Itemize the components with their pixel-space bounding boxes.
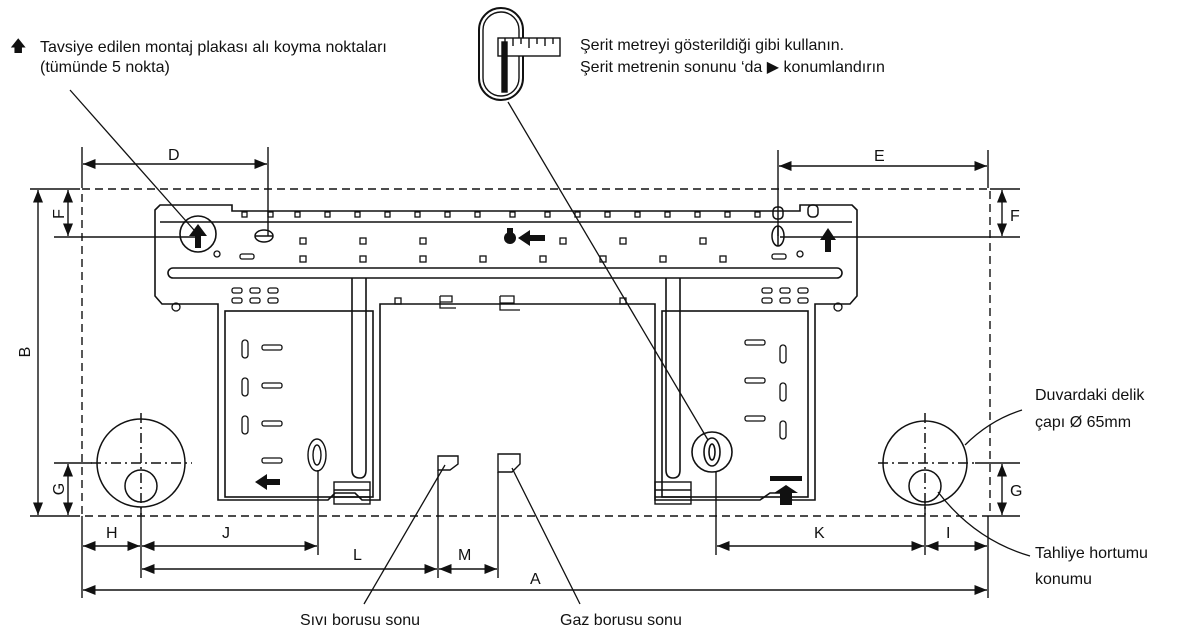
dim-label-A: A <box>530 571 541 588</box>
drain-hose-callout-1: Tahliye hortumu <box>1035 545 1148 562</box>
wall-hole-right <box>878 413 975 515</box>
indoor-unit-outline <box>81 188 991 517</box>
leader-lines <box>69 89 1031 605</box>
wall-hole-callout-2: çapı Ø 65mm <box>1035 414 1131 431</box>
dimension-lines <box>30 147 1020 598</box>
tape-measure-icon <box>478 7 561 101</box>
wall-hole-callout-1: Duvardaki delik <box>1035 387 1145 404</box>
dim-label-M: M <box>458 547 471 564</box>
mounting-plate <box>154 204 858 501</box>
dim-label-H: H <box>106 525 118 542</box>
dim-label-F-left: F <box>51 209 68 219</box>
dim-label-G-right: G <box>1010 483 1022 500</box>
gas-pipe-callout: Gaz borusu sonu <box>560 612 682 629</box>
dim-label-D: D <box>168 147 180 164</box>
drain-hose-callout-2: konumu <box>1035 571 1092 588</box>
dim-label-E: E <box>874 148 885 165</box>
dim-label-G-left: G <box>51 483 68 495</box>
wall-hole-left <box>91 413 192 515</box>
dim-label-J: J <box>222 525 230 542</box>
fixing-point-bottom-right-icon <box>770 476 802 505</box>
tape-measure-point <box>691 431 733 473</box>
tape-instruction-2: Şerit metrenin sonunu ‘da ▶ konumlandırı… <box>580 59 885 76</box>
dim-label-K: K <box>814 525 825 542</box>
pipe-slots <box>307 438 692 505</box>
fixing-point-bottom-left-icon <box>255 474 280 490</box>
dim-label-L: L <box>353 547 362 564</box>
liquid-pipe-callout: Sıvı borusu sonu <box>300 612 420 629</box>
tape-instruction-1: Şerit metreyi gösterildiği gibi kullanın… <box>580 37 844 54</box>
fixing-point-right-icon <box>820 228 836 252</box>
tape-start-center-icon <box>504 228 545 246</box>
dim-label-I: I <box>946 525 950 542</box>
dim-label-F-right: F <box>1010 208 1020 225</box>
legend-arrow-icon: 🡅 <box>10 38 26 55</box>
dimension-labels: D E F F B G G H J L M A K I <box>17 147 1022 588</box>
legend-line-2: (tümünde 5 nokta) <box>40 59 170 76</box>
plate-slot-pattern <box>171 211 843 464</box>
dim-label-B: B <box>17 347 34 358</box>
legend-line-1: Tavsiye edilen montaj plakası alı koyma … <box>40 39 387 56</box>
